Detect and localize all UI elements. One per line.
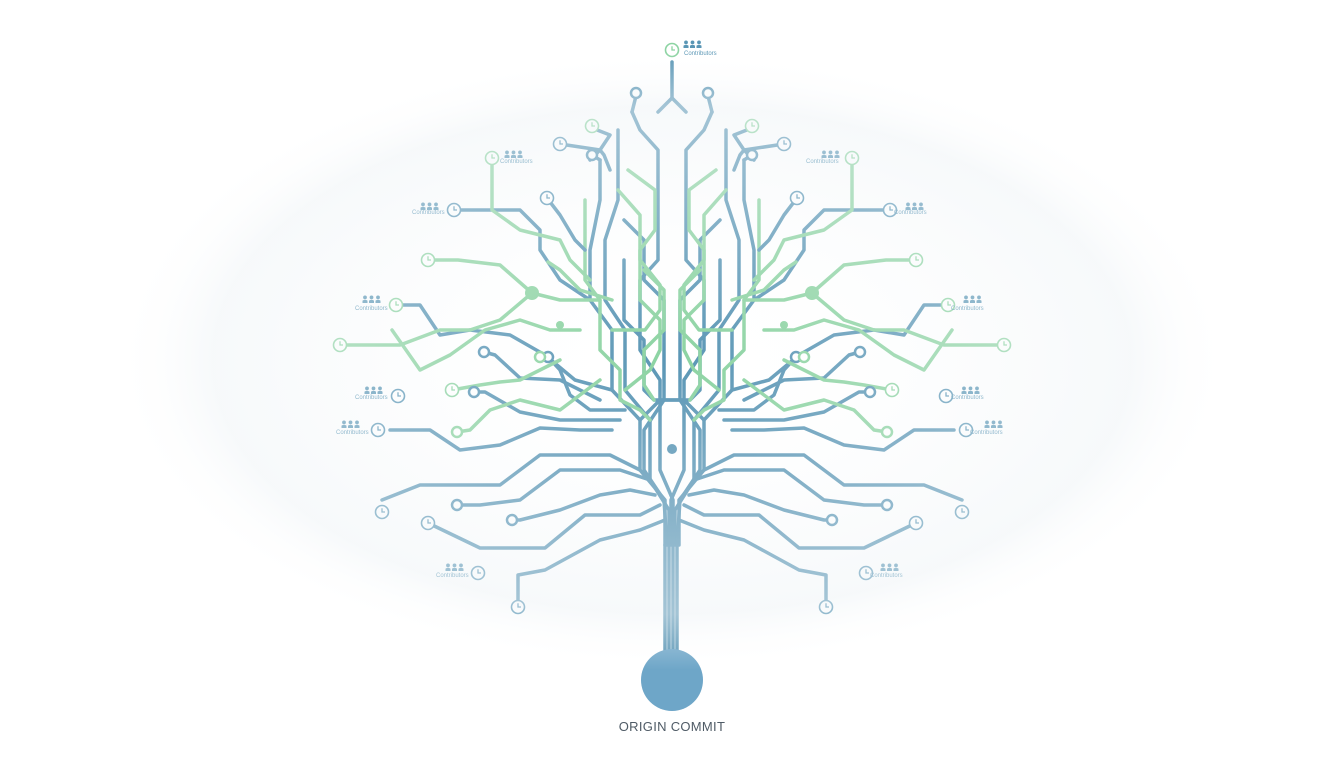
contributors-icon <box>683 40 702 48</box>
origin-commit-label: ORIGIN COMMIT <box>618 719 726 734</box>
